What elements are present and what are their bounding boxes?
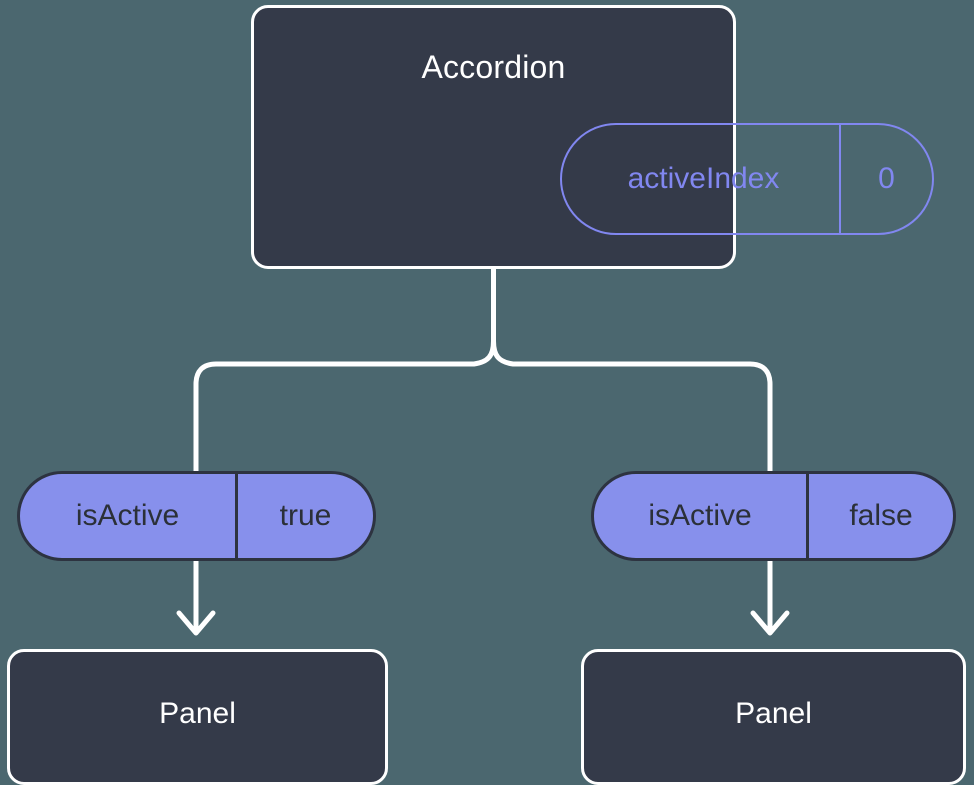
panel-left-title: Panel xyxy=(159,697,236,730)
prop-pill-left-key: isActive xyxy=(75,499,180,532)
prop-pill-right[interactable]: isActive false xyxy=(591,471,956,561)
prop-pill-right-value: false xyxy=(806,474,953,558)
state-pill-key: activeIndex xyxy=(627,162,780,195)
accordion-node[interactable]: Accordion activeIndex 0 xyxy=(251,5,934,269)
panel-right-title: Panel xyxy=(735,697,812,730)
connector-branch-right xyxy=(491,340,773,471)
accordion-title: Accordion xyxy=(421,49,566,85)
arrow-head-left xyxy=(176,610,216,636)
prop-pill-right-key: isActive xyxy=(648,499,752,532)
panel-node-right[interactable]: Panel xyxy=(581,649,966,785)
accordion-state-pill[interactable]: activeIndex 0 xyxy=(560,123,934,235)
prop-pill-left[interactable]: isActive true xyxy=(17,471,376,561)
state-pill-value: 0 xyxy=(839,125,932,233)
arrow-head-right xyxy=(750,610,790,636)
panel-node-left[interactable]: Panel xyxy=(7,649,388,785)
prop-pill-left-value: true xyxy=(235,474,373,558)
connector-branch-left xyxy=(193,340,496,471)
